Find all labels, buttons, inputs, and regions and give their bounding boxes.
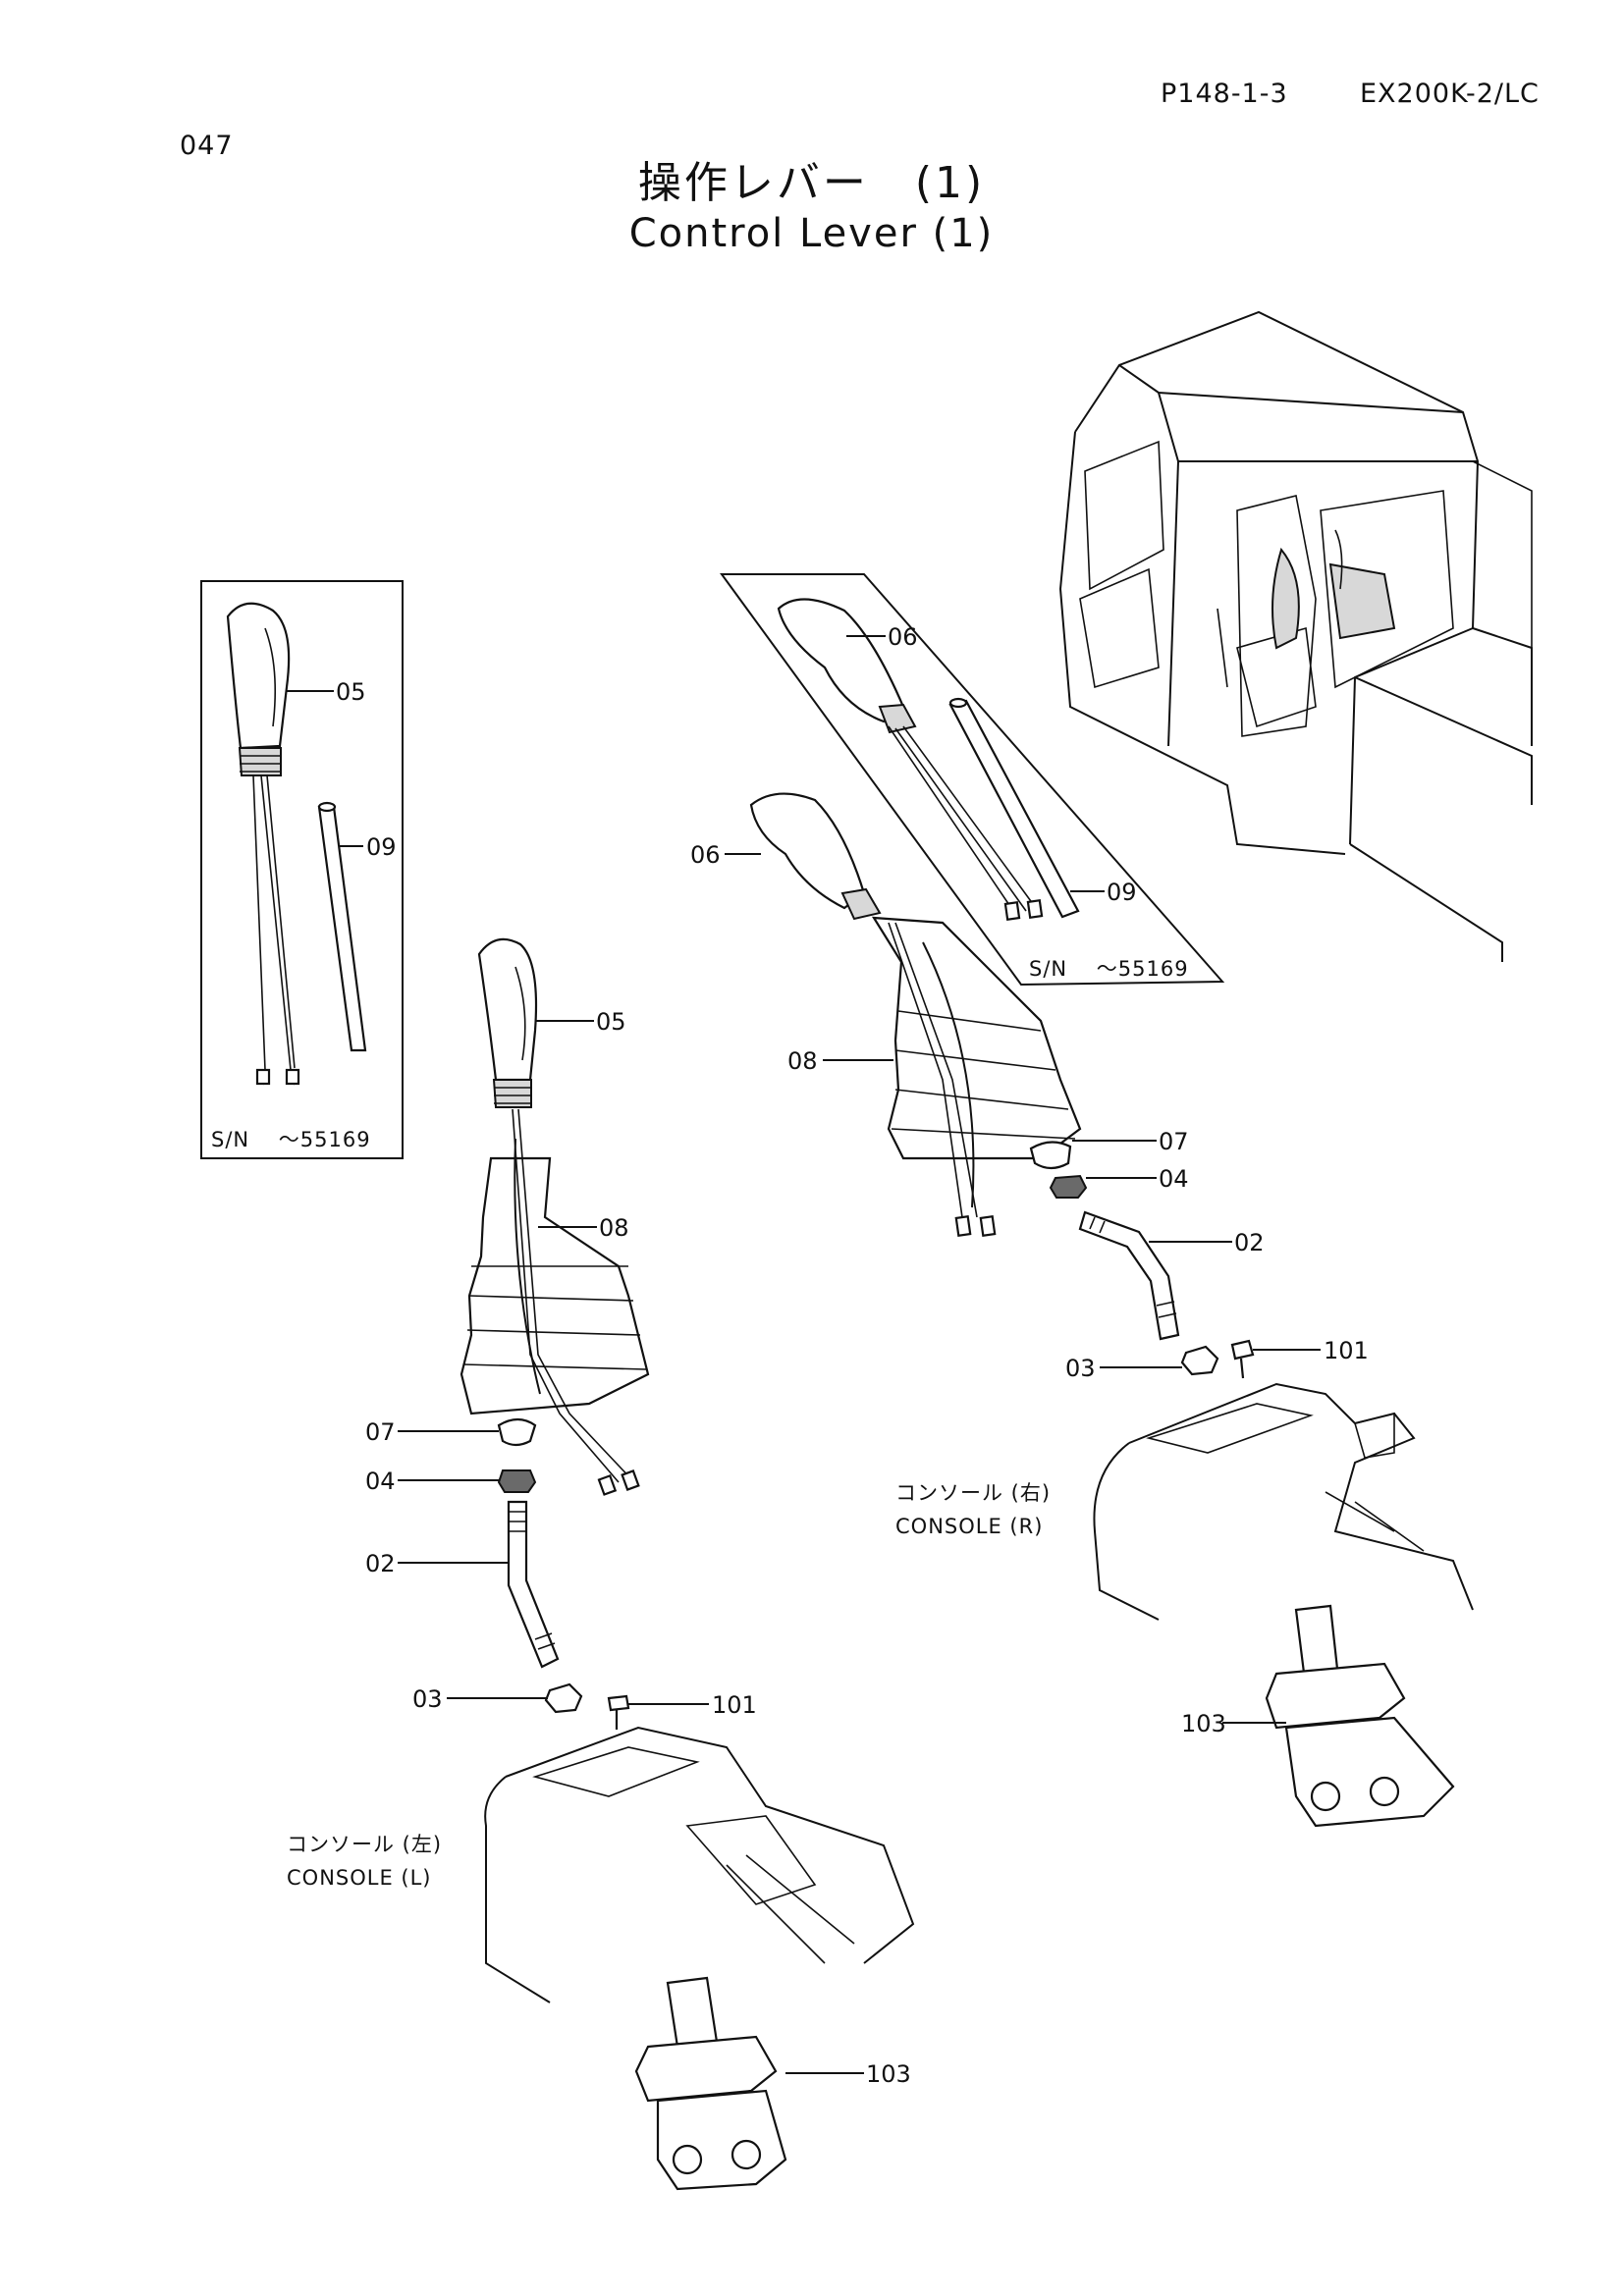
callout-101-right: 101 — [1324, 1337, 1369, 1364]
callout-103-right: 103 — [1181, 1710, 1226, 1737]
callout-04: 04 — [365, 1468, 396, 1495]
grip-05 — [477, 937, 538, 1082]
callout-03-right: 03 — [1065, 1355, 1096, 1382]
page-title-japanese: 操作レバー (1) — [637, 158, 986, 208]
pilot-valve-103 — [656, 2089, 787, 2191]
inset-left: 05 09 S/N ～55169 — [200, 580, 404, 1159]
inset-right: 06 09 S/N ～55169 — [720, 573, 1225, 987]
grip-05-inset — [226, 602, 291, 750]
left-lever-assembly — [460, 937, 915, 2191]
boot-08 — [460, 1156, 650, 1415]
callout-07: 07 — [365, 1418, 396, 1446]
console-right-label-en: CONSOLE (R) — [895, 1515, 1043, 1538]
tube-09-inset — [317, 805, 367, 1052]
pilot-valve-103-right — [1284, 1716, 1455, 1828]
serial-note-left: S/N ～55169 — [211, 1128, 371, 1151]
callout-02: 02 — [365, 1550, 396, 1577]
callout-04-right: 04 — [1159, 1165, 1189, 1193]
console-right-outline — [1128, 1382, 1474, 1611]
callout-08: 08 — [599, 1214, 629, 1242]
nut-03 — [544, 1682, 583, 1714]
callout-06: 06 — [690, 841, 721, 869]
page-number: 047 — [180, 131, 234, 161]
grip-06-inset — [777, 598, 905, 723]
nut-04-right — [1049, 1174, 1088, 1199]
nut-04 — [497, 1469, 537, 1493]
callout-07-right: 07 — [1159, 1128, 1189, 1155]
console-left-outline — [505, 1726, 915, 1964]
page-title-english: Control Lever (1) — [628, 211, 995, 256]
callout-06-inset: 06 — [888, 623, 918, 651]
callout-03: 03 — [412, 1685, 443, 1713]
grip-06 — [749, 792, 866, 910]
bolt-101-right — [1230, 1339, 1255, 1379]
callout-103: 103 — [866, 2060, 911, 2088]
tube-09-inset-right — [948, 699, 1080, 919]
boot-08-right — [871, 916, 1082, 1160]
lever-pipe-02 — [507, 1500, 560, 1669]
clip-07 — [497, 1417, 537, 1447]
callout-09-inset-right: 09 — [1107, 879, 1137, 906]
ref-code: P148-1-3 — [1161, 79, 1288, 109]
callout-05: 05 — [596, 1008, 626, 1036]
console-left-label-en: CONSOLE (L) — [287, 1866, 432, 1890]
lever-pipe-02-right — [1078, 1210, 1180, 1341]
clip-07-right — [1029, 1141, 1072, 1170]
nut-03-right — [1180, 1345, 1219, 1376]
bolt-101 — [607, 1694, 630, 1730]
model-code: EX200K-2/LC — [1360, 79, 1540, 109]
callout-09-inset: 09 — [366, 833, 397, 861]
callout-05-inset: 05 — [336, 678, 366, 706]
serial-note-right: S/N ～55169 — [1029, 957, 1189, 981]
right-lever-assembly — [749, 792, 1474, 1828]
callout-02-right: 02 — [1234, 1229, 1265, 1256]
connector-left-inset-b — [285, 1068, 300, 1086]
excavator-cab-illustration — [1058, 310, 1533, 962]
connector-left-inset-a — [255, 1068, 271, 1086]
callout-08-right: 08 — [787, 1047, 818, 1075]
console-right-label-jp: コンソール (右) — [895, 1481, 1051, 1505]
callout-101: 101 — [712, 1691, 757, 1719]
console-left-label-jp: コンソール (左) — [287, 1833, 442, 1856]
